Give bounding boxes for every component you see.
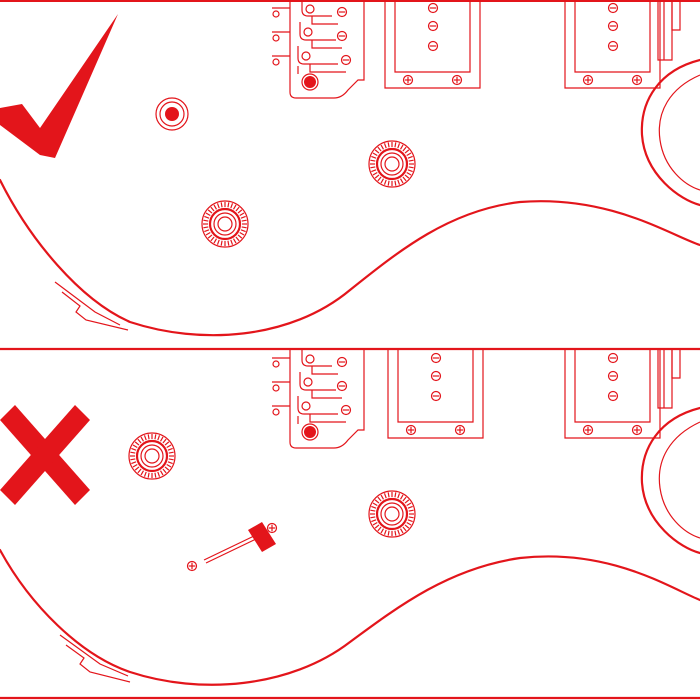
- bridge-assembly: [272, 0, 364, 98]
- guitar-body-outline: [0, 178, 700, 337]
- neck-edge: [657, 0, 681, 61]
- check-mark-icon: [0, 14, 118, 158]
- neck-pickup: [388, 350, 483, 438]
- strap-button: [59, 634, 131, 683]
- knob-upper: [127, 431, 177, 481]
- jack-socket: [155, 97, 189, 131]
- bridge-assembly: [272, 350, 364, 448]
- guitar-horn-outline: [640, 406, 700, 555]
- bridge-pickup: [565, 350, 660, 438]
- knob-upper: [367, 139, 417, 189]
- panel-correct: [0, 0, 700, 351]
- pickup-selector-lever: [186, 522, 278, 572]
- panel-incorrect: [0, 350, 700, 700]
- bridge-pickup: [565, 0, 660, 88]
- strap-button: [54, 281, 129, 331]
- neck-edge: [657, 350, 681, 409]
- knob-lower: [200, 199, 250, 249]
- neck-pickup: [385, 0, 480, 88]
- guitar-body-outline: [0, 548, 700, 686]
- knob-lower: [367, 489, 417, 539]
- guitar-horn-outline: [640, 58, 700, 207]
- x-mark-icon: [0, 405, 90, 505]
